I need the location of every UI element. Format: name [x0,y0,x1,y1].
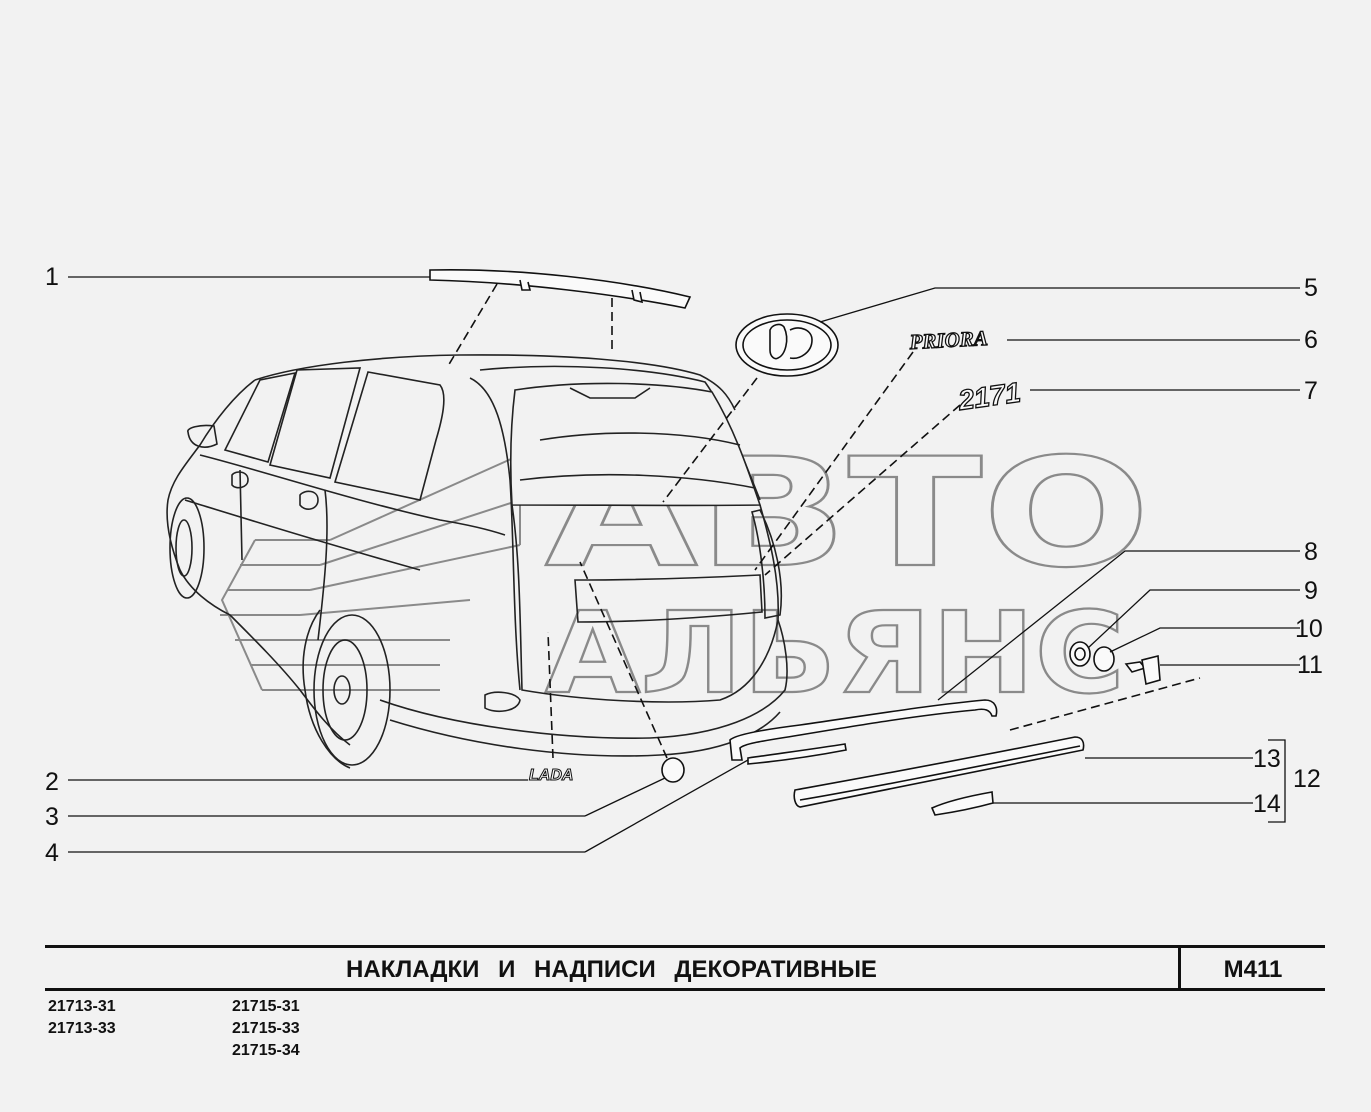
part-1-roof-spoiler [429,268,692,309]
part-2-lada-badge: LADA [529,767,574,785]
callout-numbers: 1 2 3 4 5 6 7 8 9 10 11 12 13 14 [45,263,1323,867]
watermark-line2: АЛЬЯНС [545,589,1125,719]
part-14-lamp [930,791,994,816]
callout-6: 6 [1304,326,1318,354]
part-10-washer [1093,646,1115,672]
model-code: 21715-33 [232,1020,300,1037]
badge-priora-text: PRIORA [908,326,988,354]
part-11-clip [1124,654,1161,686]
diagram-title: НАКЛАДКИ И НАДПИСИ ДЕКОРАТИВНЫЕ [346,956,877,983]
model-code: 21713-33 [48,1020,116,1037]
callout-4: 4 [45,839,59,867]
diagram-code: М411 [1223,956,1283,983]
callout-leaders [68,276,1300,853]
callout-7: 7 [1304,377,1318,405]
model-code: 21713-31 [48,998,116,1015]
callout-8: 8 [1304,538,1318,566]
badge-lada-text: LADA [529,767,573,784]
badge-model-text: 2171 [956,377,1023,417]
title-divider [1178,948,1181,988]
model-list-col2: 21715-31 21715-33 21715-34 [232,996,300,1062]
callout-9: 9 [1304,577,1318,605]
watermark: АВТО АЛЬЯНС [220,426,1151,720]
callout-2: 2 [45,768,59,796]
callout-11: 11 [1297,651,1323,679]
callout-12: 12 [1293,765,1321,793]
callout-3: 3 [45,803,59,831]
part-3-plug [661,757,685,783]
model-code: 21715-31 [232,998,300,1015]
callout-1: 1 [45,263,59,291]
part-5-lada-emblem [735,313,839,377]
part-4-molding [747,743,847,765]
car-rear-view [166,354,788,769]
part-9-nut [1069,641,1091,667]
assembly-lines [447,283,1201,759]
title-block: НАКЛАДКИ И НАДПИСИ ДЕКОРАТИВНЫЕ М411 [45,945,1325,991]
part-6-priora-badge: PRIORA [907,325,989,354]
part-13-lamp-housing [793,736,1085,808]
watermark-logo [220,454,521,691]
callout-10: 10 [1295,615,1323,643]
model-list-col1: 21713-31 21713-33 [48,996,116,1040]
callout-13: 13 [1253,745,1281,773]
callout-5: 5 [1304,274,1318,302]
part-8-molding [729,699,998,761]
model-code: 21715-34 [232,1042,300,1059]
callout-14: 14 [1253,790,1281,818]
part-7-model-badge: 2171 [955,376,1023,417]
